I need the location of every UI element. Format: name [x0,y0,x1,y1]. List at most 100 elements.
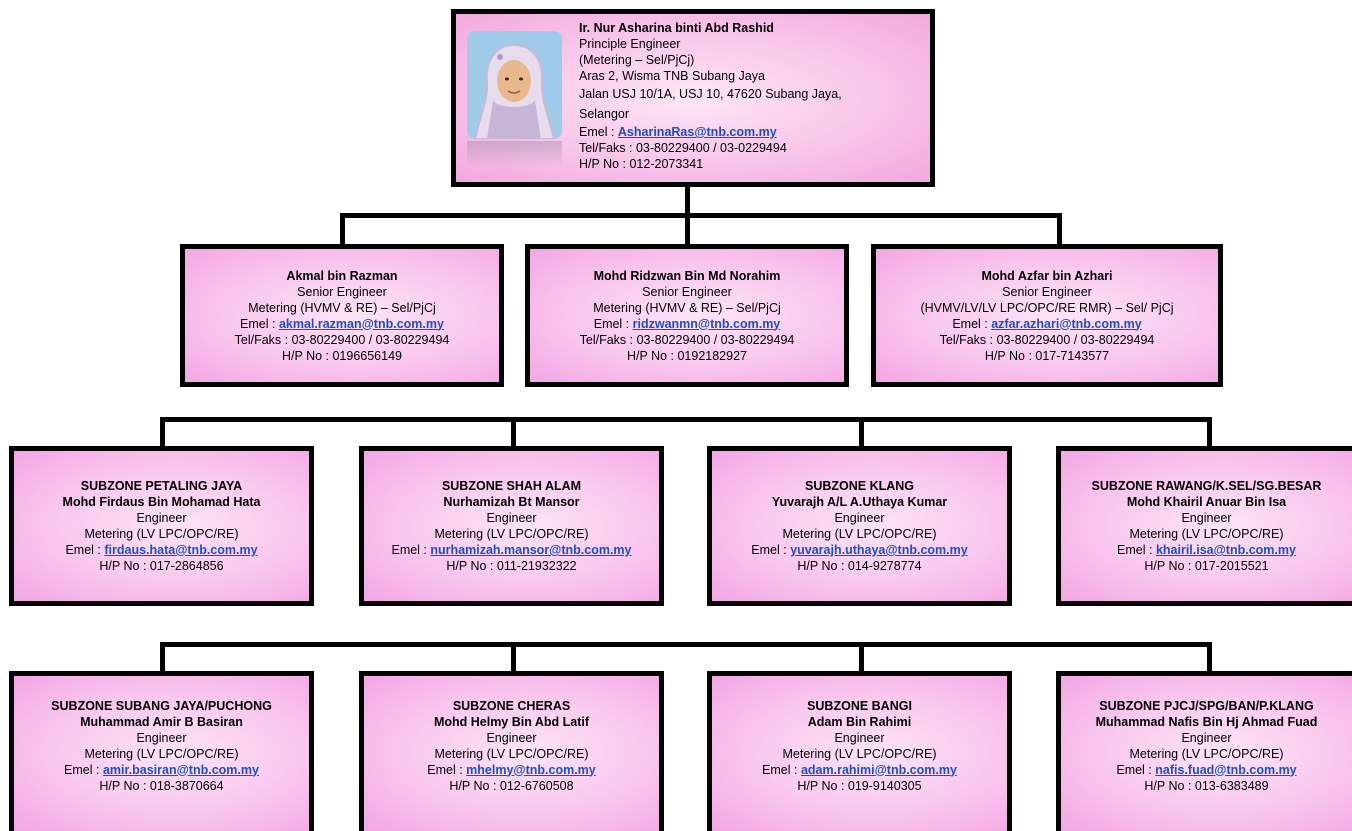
subzone-label: SUBZONE KLANG [804,479,915,493]
senior-name: Akmal bin Razman [286,268,398,283]
connector-row1-drop-3 [859,417,864,447]
head-title: Principle Engineer [579,37,681,51]
connector-row2-drop-1 [160,642,165,672]
engineer-email-link[interactable]: firdaus.hata@tnb.com.my [104,543,258,557]
engineer-email-row: Emel : firdaus.hata@tnb.com.my [18,542,305,558]
engineer-unit: Metering (LV LPC/OPC/RE) [434,527,589,541]
senior-email-row: Emel : akmal.razman@tnb.com.my [189,316,495,332]
engineer-hp: H/P No : 012-6760508 [449,778,574,793]
engineer-title: Engineer [486,730,537,745]
engineer-email-row: Emel : mhelmy@tnb.com.my [368,762,655,778]
engineer-email-label: Emel : [391,543,431,557]
engineer-title: Engineer [834,511,885,525]
subzone-card: SUBZONE KLANG Yuvarajh A/L A.Uthaya Kuma… [707,446,1012,606]
senior-tel: Tel/Faks : 03-80229400 / 03-80229494 [234,332,450,347]
engineer-name: Mohd Khairil Anuar Bin Isa [1126,495,1287,509]
subzone-label: SUBZONE PETALING JAYA [80,479,243,493]
subzone-label: SUBZONE SHAH ALAM [441,479,582,493]
engineer-email-label: Emel : [751,543,791,557]
senior-hp: H/P No : 017-7143577 [984,348,1110,363]
senior-email-label: Emel : [952,316,992,331]
engineer-title: Engineer [1181,511,1232,525]
senior-hp: H/P No : 0196656149 [281,348,402,363]
head-hp: H/P No : 012-2073341 [579,157,704,171]
engineer-name: Mohd Firdaus Bin Mohamad Hata [62,495,261,509]
connector-top-vertical [685,186,690,216]
head-info: Ir. Nur Asharina binti Abd Rashid Princi… [579,20,924,172]
senior-unit: Metering (HVMV & RE) – Sel/PjCj [593,300,781,315]
engineer-hp: H/P No : 011-21932322 [446,559,577,573]
engineer-unit: Metering (LV LPC/OPC/RE) [84,527,239,541]
senior-email-link[interactable]: akmal.razman@tnb.com.my [278,316,444,331]
subzone-card: SUBZONE BANGI Adam Bin Rahimi Engineer M… [707,671,1012,831]
subzone-label: SUBZONE SUBANG JAYA/PUCHONG [51,698,272,713]
engineer-title: Engineer [834,730,885,745]
engineer-email-link[interactable]: yuvarajh.uthaya@tnb.com.my [790,543,968,557]
connector-row1-drop-2 [511,417,516,447]
subzone-label: SUBZONE CHERAS [452,698,571,713]
engineer-email-label: Emel : [427,762,467,777]
engineer-unit: Metering (LV LPC/OPC/RE) [84,746,239,761]
subzone-card: SUBZONE PETALING JAYA Mohd Firdaus Bin M… [9,446,314,606]
engineer-email-row: Emel : amir.basiran@tnb.com.my [18,762,305,778]
subzone-card: SUBZONE RAWANG/K.SEL/SG.BESAR Mohd Khair… [1056,446,1352,606]
engineer-email-link[interactable]: khairil.isa@tnb.com.my [1155,543,1296,557]
photo-reflection [467,141,562,167]
engineer-unit: Metering (LV LPC/OPC/RE) [1129,746,1284,761]
engineer-email-row: Emel : nurhamizah.mansor@tnb.com.my [368,542,655,558]
engineer-title: Engineer [136,730,187,745]
senior-card: Mohd Azfar bin Azhari Senior Engineer (H… [871,244,1223,387]
senior-title: Senior Engineer [642,284,732,299]
senior-unit: (HVMV/LV/LV LPC/OPC/RE RMR) – Sel/ PjCj [920,300,1174,315]
connector-top-horizontal [340,213,1062,218]
senior-name: Mohd Ridzwan Bin Md Norahim [593,268,781,283]
engineer-email-row: Emel : yuvarajh.uthaya@tnb.com.my [716,542,1003,558]
senior-title: Senior Engineer [297,284,387,299]
senior-hp: H/P No : 0192182927 [626,348,747,363]
connector-drop-2 [685,213,690,246]
engineer-email-link[interactable]: nurhamizah.mansor@tnb.com.my [430,543,632,557]
head-address-2: Jalan USJ 10/1A, USJ 10, 47620 Subang Ja… [579,87,842,121]
head-unit: (Metering – Sel/PjCj) [579,53,695,67]
connector-row1-horizontal [160,417,1212,422]
engineer-email-link[interactable]: nafis.fuad@tnb.com.my [1155,762,1297,777]
engineer-name: Muhammad Nafis Bin Hj Ahmad Fuad [1095,714,1318,729]
engineer-name: Yuvarajh A/L A.Uthaya Kumar [771,495,948,509]
connector-drop-1 [340,213,345,246]
connector-row1-drop-1 [160,417,165,447]
head-card: Ir. Nur Asharina binti Abd Rashid Princi… [451,9,935,187]
subzone-label: SUBZONE BANGI [807,698,912,713]
head-email-row: Emel : AsharinaRas@tnb.com.my [579,124,924,140]
head-email-label: Emel : [579,125,618,139]
senior-tel: Tel/Faks : 03-80229400 / 03-80229494 [579,332,795,347]
engineer-title: Engineer [1181,730,1232,745]
senior-email-link[interactable]: ridzwanmn@tnb.com.my [632,316,781,331]
engineer-email-row: Emel : khairil.isa@tnb.com.my [1065,542,1348,558]
connector-row1-drop-4 [1207,417,1212,447]
senior-email-row: Emel : ridzwanmn@tnb.com.my [534,316,840,332]
engineer-unit: Metering (LV LPC/OPC/RE) [782,527,937,541]
senior-email-link[interactable]: azfar.azhari@tnb.com.my [991,316,1142,331]
engineer-email-link[interactable]: amir.basiran@tnb.com.my [102,762,259,777]
engineer-hp: H/P No : 018-3870664 [99,778,224,793]
connector-row2-horizontal [160,642,1212,647]
engineer-hp: H/P No : 019-9140305 [797,778,922,793]
senior-email-label: Emel : [593,316,633,331]
engineer-email-label: Emel : [1116,762,1156,777]
head-name: Ir. Nur Asharina binti Abd Rashid [579,21,774,35]
engineer-email-link[interactable]: adam.rahimi@tnb.com.my [800,762,957,777]
subzone-card: SUBZONE PJCJ/SPG/BAN/P.KLANG Muhammad Na… [1056,671,1352,831]
engineer-hp: H/P No : 017-2015521 [1144,559,1269,573]
engineer-name: Muhammad Amir B Basiran [80,714,243,729]
connector-row2-drop-3 [859,642,864,672]
subzone-card: SUBZONE CHERAS Mohd Helmy Bin Abd Latif … [359,671,664,831]
engineer-name: Adam Bin Rahimi [807,714,912,729]
profile-photo [467,31,562,139]
engineer-email-link[interactable]: mhelmy@tnb.com.my [466,762,596,777]
senior-name: Mohd Azfar bin Azhari [981,268,1113,283]
engineer-unit: Metering (LV LPC/OPC/RE) [782,746,937,761]
engineer-hp: H/P No : 017-2864856 [99,559,224,573]
engineer-name: Mohd Helmy Bin Abd Latif [433,714,590,729]
head-email-link[interactable]: AsharinaRas@tnb.com.my [617,125,777,139]
senior-unit: Metering (HVMV & RE) – Sel/PjCj [248,300,436,315]
